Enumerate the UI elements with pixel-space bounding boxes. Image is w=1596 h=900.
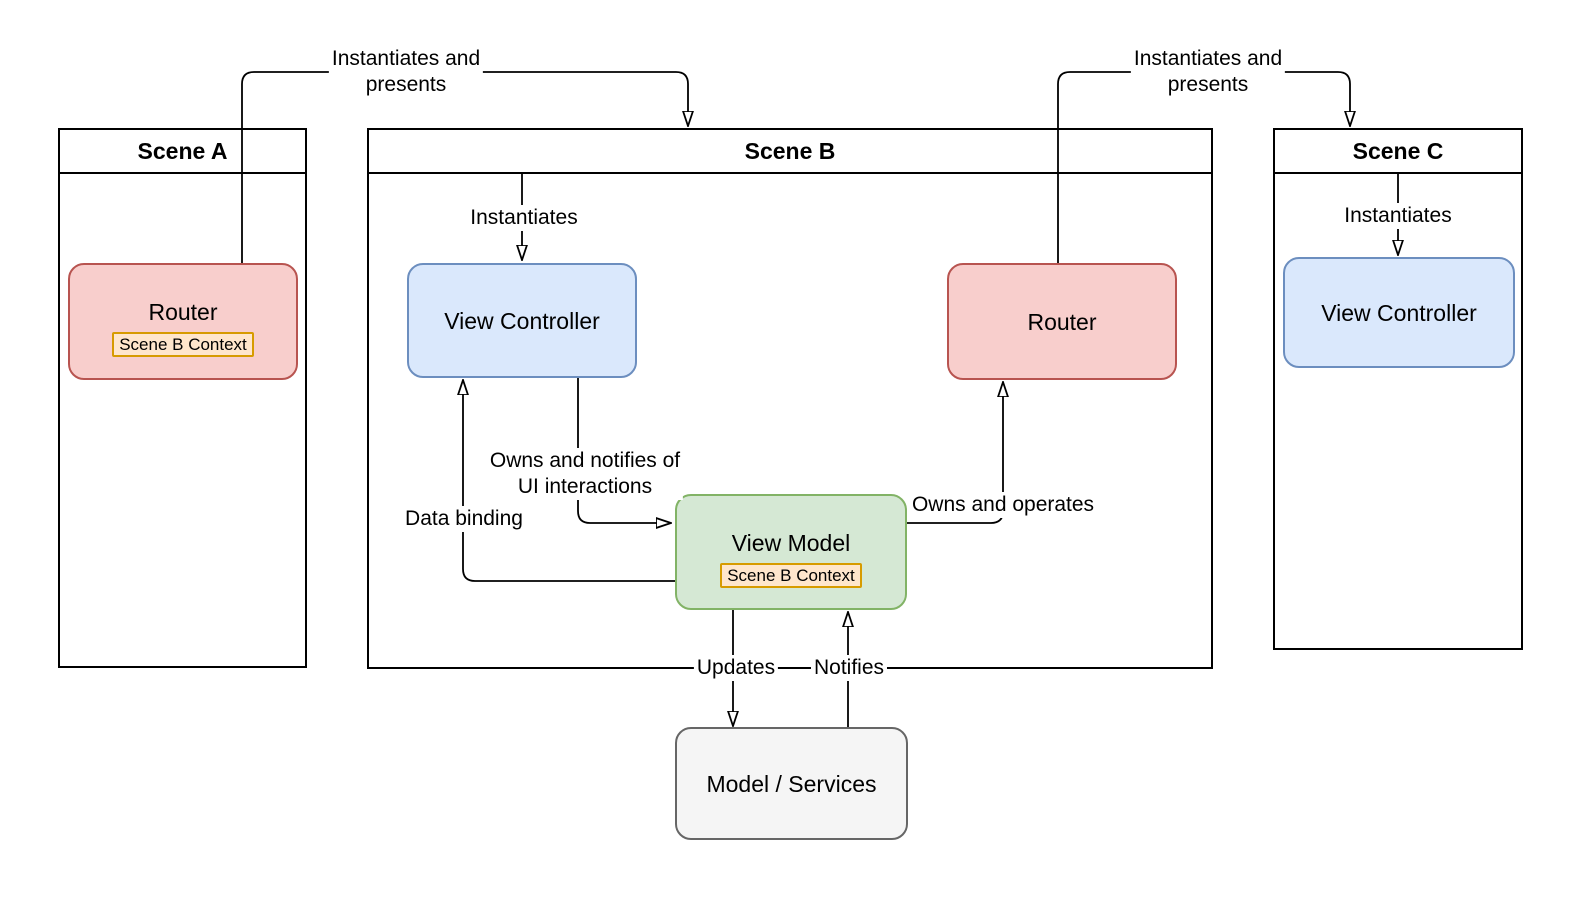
node-model-services-label: Model / Services [706,770,877,797]
edge-instantiates-presents-left [241,71,688,263]
edge-label-data-binding: Data binding [402,506,526,532]
node-view-controller-scene-b: View Controller [407,263,637,378]
edge-label-updates: Updates [693,655,779,681]
edge-label-line: Instantiates and [1133,47,1283,70]
scene-b-context-badge: Scene B Context [112,332,254,357]
node-router-scene-a-label: Router [148,299,218,325]
edge-label-line: Owns and notifies of [489,449,681,472]
edge-label-line: Data binding [405,507,523,530]
edge-label-line: Owns and operates [911,493,1095,516]
edge-data-binding [463,394,675,582]
node-view-model: View Model Scene B Context [675,494,907,610]
edge-label-notifies: Notifies [810,655,888,681]
edge-label-instantiates-scene-b: Instantiates [467,205,581,231]
edge-label-line: Notifies [813,656,885,679]
edge-label-instantiates-scene-c: Instantiates [1341,203,1455,229]
scene-b-header: Scene B [369,130,1211,174]
edge-label-line: presents [1167,73,1249,96]
edge-label-instantiates-presents-left: Instantiates and presents [328,46,484,98]
node-router-scene-b-label: Router [1027,308,1097,335]
scene-b-container: Scene B [367,128,1213,669]
edge-label-line: Instantiates and [331,47,481,70]
node-view-model-label: View Model [731,529,851,556]
edge-label-line: presents [365,73,447,96]
edge-instantiates-presents-right [1057,71,1350,263]
edge-owns-notifies-ui [577,378,657,523]
node-model-services: Model / Services [675,727,908,840]
node-router-scene-b: Router [947,263,1177,380]
edge-label-instantiates-presents-right: Instantiates and presents [1130,46,1286,98]
scene-b-title: Scene B [744,137,836,164]
node-view-controller-scene-c-label: View Controller [1321,299,1477,326]
edge-label-line: Updates [696,656,776,679]
edge-label-line: Instantiates [470,206,578,229]
node-router-scene-a: Router Scene B Context [68,263,298,380]
scene-a-container: Scene A [58,128,307,668]
scene-a-title: Scene A [137,137,228,164]
scene-a-header: Scene A [60,130,305,174]
scene-b-context-badge: Scene B Context [720,562,862,588]
edge-label-line: UI interactions [517,475,653,498]
edge-label-owns-operates: Owns and operates [908,492,1098,518]
edge-label-line: Instantiates [1344,204,1452,227]
edge-label-owns-notifies-ui: Owns and notifies of UI interactions [486,448,684,500]
node-view-controller-scene-b-label: View Controller [444,307,600,334]
scene-c-title: Scene C [1352,137,1444,164]
node-view-controller-scene-c: View Controller [1283,257,1515,368]
